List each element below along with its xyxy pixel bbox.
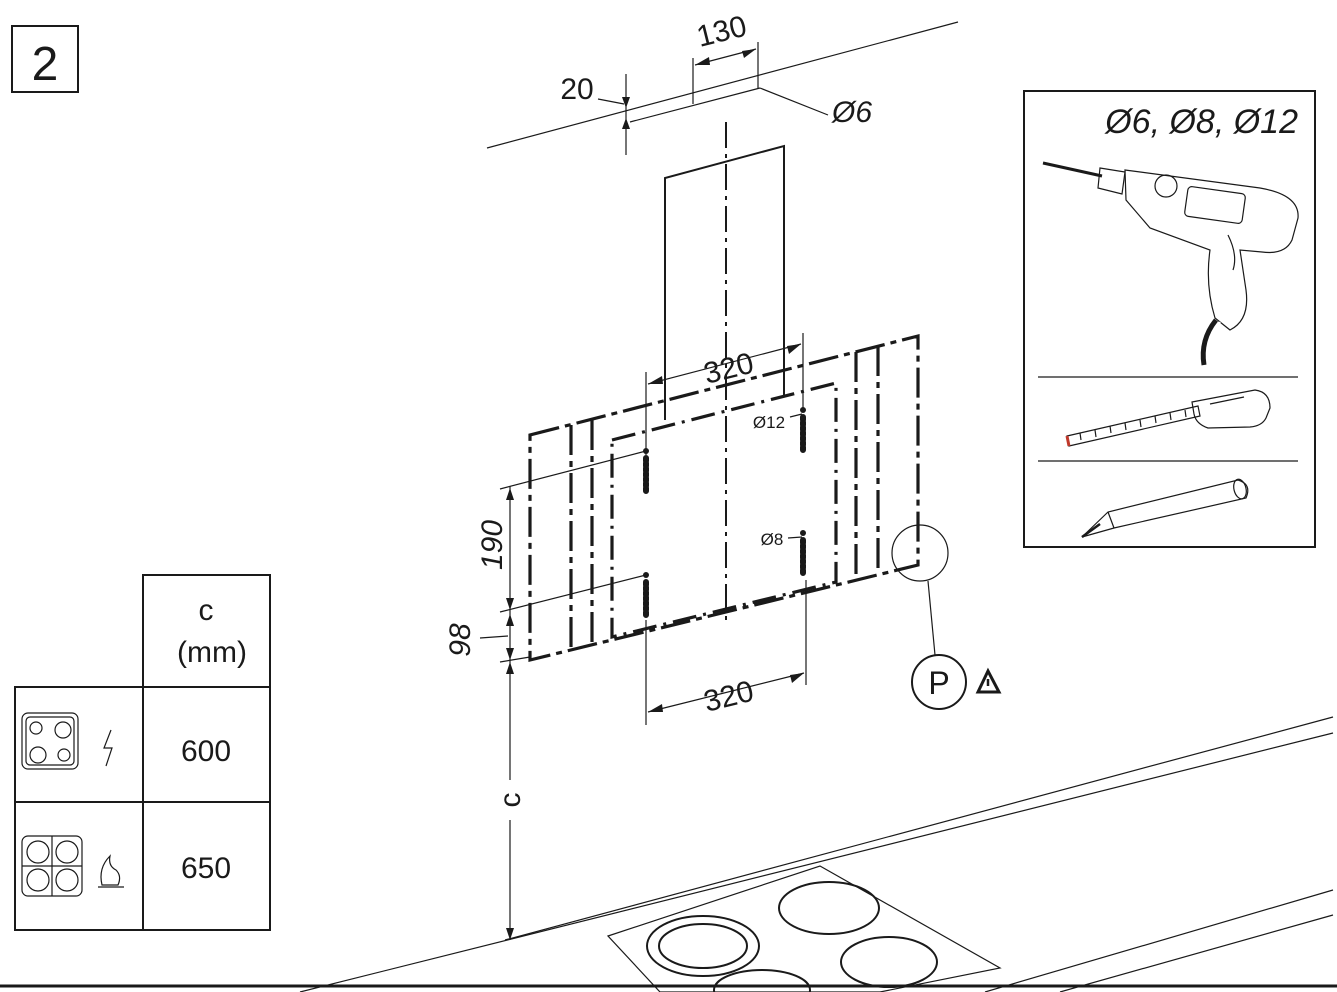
ceiling: 130 20 Ø6 bbox=[486, 10, 959, 155]
dim-top-hole: Ø6 bbox=[831, 96, 872, 129]
dim-vertical-upper: 190 bbox=[476, 520, 509, 570]
tape-measure-icon bbox=[1065, 389, 1271, 447]
drill-sizes-label: Ø6, Ø8, Ø12 bbox=[1104, 103, 1298, 141]
electric-hob-icon bbox=[21, 712, 113, 770]
cooktop bbox=[606, 865, 1002, 992]
table-header-line1: c bbox=[199, 594, 214, 627]
warning-icon bbox=[975, 667, 1002, 694]
detail-marker-label: P bbox=[928, 665, 949, 701]
dim-upper-width-group: 320 bbox=[645, 333, 804, 455]
countertop bbox=[0, 716, 1337, 992]
mounting-holes: Ø12 Ø8 bbox=[643, 407, 806, 620]
label-upper-hole: Ø12 bbox=[753, 413, 785, 432]
dim-height-label: c bbox=[494, 793, 527, 808]
detail-marker: P bbox=[891, 524, 1002, 710]
table-header-line2: (mm) bbox=[177, 636, 247, 669]
table-value-gas: 650 bbox=[181, 852, 231, 885]
dim-top-offset: 20 bbox=[560, 73, 593, 106]
tools-panel: Ø6, Ø8, Ø12 bbox=[1023, 90, 1316, 548]
step-badge: 2 bbox=[11, 25, 79, 93]
label-lower-hole: Ø8 bbox=[761, 530, 784, 549]
dim-top-spacing: 130 bbox=[693, 10, 750, 54]
dim-lower-width: 320 bbox=[700, 675, 757, 719]
distance-table: c (mm) 600 650 bbox=[14, 574, 271, 931]
hood-outline bbox=[528, 333, 920, 663]
chimney-outline bbox=[664, 122, 785, 620]
table-value-electric: 600 bbox=[181, 735, 231, 768]
pencil-icon bbox=[1081, 478, 1249, 539]
gas-hob-icon bbox=[21, 835, 124, 897]
dim-upper-width: 320 bbox=[700, 347, 757, 391]
dim-lower-width-group: 320 bbox=[645, 580, 807, 725]
vertical-dims: 190 98 c bbox=[444, 450, 647, 940]
step-number: 2 bbox=[32, 38, 59, 91]
dim-vertical-lower: 98 bbox=[444, 623, 477, 657]
drill-icon bbox=[1042, 161, 1299, 366]
